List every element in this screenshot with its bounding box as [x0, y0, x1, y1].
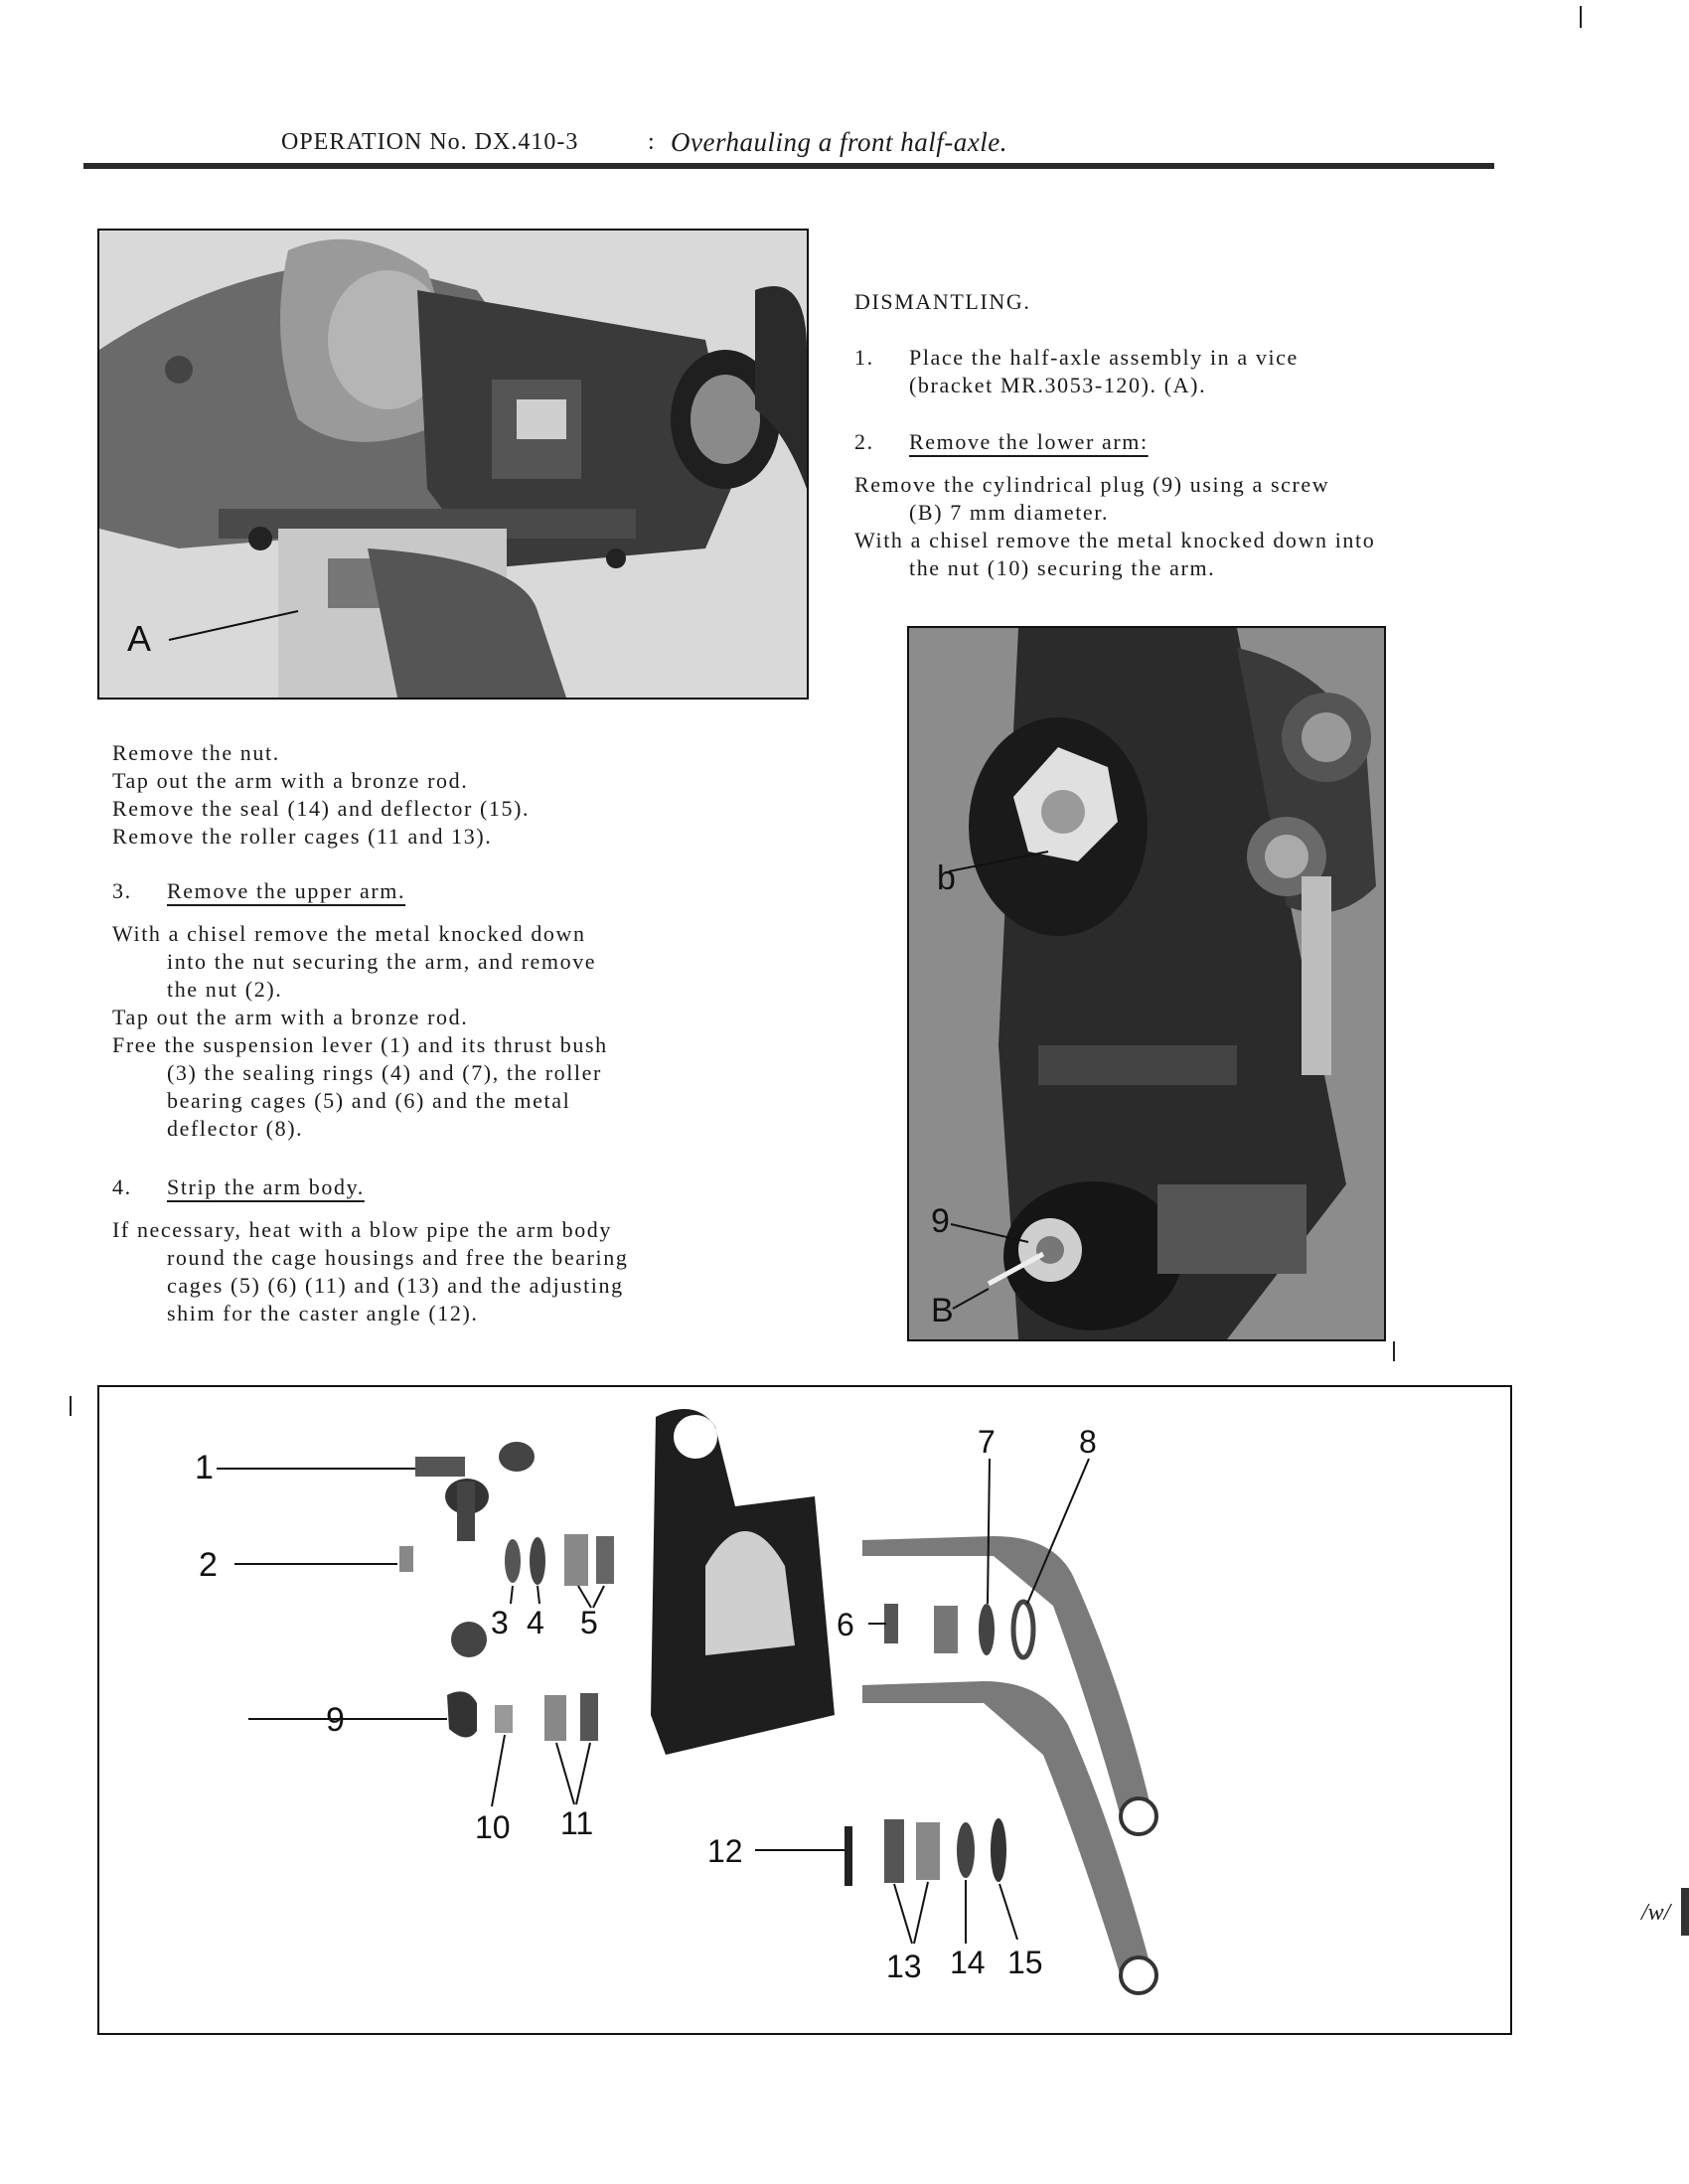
step-4-line-4: shim for the caster angle (12). — [167, 1301, 479, 1326]
callout-5: 5 — [580, 1605, 598, 1640]
scan-mark — [1681, 1888, 1689, 1936]
figure-lower-arm-photo: b 9 B — [907, 626, 1386, 1341]
step-2-text: Remove the cylindrical plug (9) using a … — [854, 471, 1375, 582]
vice-assembly-illustration: A — [99, 231, 807, 698]
step-4-line-3: cages (5) (6) (11) and (13) and the adju… — [167, 1273, 624, 1298]
callout-2: 2 — [199, 1546, 218, 1584]
callout-8: 8 — [1079, 1424, 1097, 1460]
callout-9: 9 — [931, 1202, 950, 1240]
header-separator: : — [648, 129, 655, 155]
step-1: 1. Place the half-axle assembly in a vice… — [854, 344, 1299, 399]
lower-arm-line-2: Tap out the arm with a bronze rod. — [112, 768, 469, 793]
scan-mark — [70, 1396, 72, 1416]
callout-b: b — [937, 859, 956, 897]
callout-3: 3 — [491, 1605, 509, 1640]
step-2-line-3: With a chisel remove the metal knocked d… — [854, 528, 1376, 552]
step-3-number: 3. — [112, 878, 132, 903]
step-3-line-5: Free the suspension lever (1) and its th… — [112, 1032, 608, 1057]
step-3-text: With a chisel remove the metal knocked d… — [112, 920, 608, 1143]
dismantling-title: DISMANTLING. — [854, 289, 1031, 314]
step-2-heading: 2. Remove the lower arm: — [854, 429, 1149, 455]
step-3-line-4: Tap out the arm with a bronze rod. — [112, 1005, 469, 1029]
callout-15: 15 — [1007, 1945, 1043, 1980]
step-3-line-2: into the nut securing the arm, and remov… — [167, 949, 597, 974]
step-2-line-4: the nut (10) securing the arm. — [909, 555, 1216, 580]
lower-arm-line-1: Remove the nut. — [112, 740, 280, 765]
step-4-line-2: round the cage housings and free the bea… — [167, 1245, 629, 1270]
callout-B: B — [931, 1292, 954, 1329]
step-4-heading: 4. Strip the arm body. — [112, 1174, 365, 1200]
step-1-line-2: (bracket MR.3053-120). (A). — [909, 373, 1207, 397]
callout-A: A — [127, 618, 151, 659]
callout-12: 12 — [707, 1833, 743, 1869]
step-3-line-8: deflector (8). — [167, 1116, 304, 1141]
lower-arm-illustration: b 9 B — [909, 628, 1384, 1339]
step-1-line-1: Place the half-axle assembly in a vice — [909, 345, 1299, 370]
callout-14: 14 — [950, 1945, 986, 1980]
step-1-number: 1. — [854, 345, 874, 370]
step-4-heading-text: Strip the arm body. — [167, 1174, 365, 1199]
step-3-line-7: bearing cages (5) and (6) and the metal — [167, 1088, 571, 1113]
step-4-line-1: If necessary, heat with a blow pipe the … — [112, 1217, 613, 1242]
callout-11: 11 — [560, 1805, 593, 1841]
step-3-line-6: (3) the sealing rings (4) and (7), the r… — [167, 1060, 602, 1085]
step-4-number: 4. — [112, 1174, 132, 1199]
step-2-number: 2. — [854, 429, 874, 454]
figure-exploded-view: 1 2 3 4 5 6 7 8 9 10 11 12 13 14 15 — [97, 1385, 1512, 2035]
scan-mark — [1393, 1341, 1395, 1361]
exploded-view-illustration: 1 2 3 4 5 6 7 8 9 10 11 12 13 14 15 — [195, 1409, 1158, 1995]
operation-number: OPERATION No. DX.410-3 — [281, 129, 579, 155]
step-4-text: If necessary, heat with a blow pipe the … — [112, 1216, 628, 1327]
step-3-line-3: the nut (2). — [167, 977, 283, 1002]
page-title: Overhauling a front half-axle. — [671, 127, 1007, 157]
lower-arm-line-3: Remove the seal (14) and deflector (15). — [112, 796, 531, 821]
step-3-heading: 3. Remove the upper arm. — [112, 878, 405, 904]
step-3-line-1: With a chisel remove the metal knocked d… — [112, 921, 586, 946]
step-3-heading-text: Remove the upper arm. — [167, 878, 406, 903]
scan-mark — [1580, 6, 1582, 28]
callout-10: 10 — [475, 1809, 511, 1845]
callout-13: 13 — [886, 1949, 922, 1984]
callout-4: 4 — [527, 1605, 544, 1640]
step-2-line-2: (B) 7 mm diameter. — [909, 500, 1110, 525]
figure-vice-assembly-photo: A — [97, 229, 809, 700]
step-2-line-1: Remove the cylindrical plug (9) using a … — [854, 472, 1330, 497]
callout-7: 7 — [978, 1424, 996, 1460]
callout-6: 6 — [837, 1607, 854, 1642]
header-rule — [83, 163, 1494, 169]
step-2-heading-text: Remove the lower arm: — [909, 429, 1149, 454]
callout-1: 1 — [195, 1449, 214, 1486]
callout-9-exploded: 9 — [326, 1701, 345, 1739]
margin-note: /w/ — [1641, 1900, 1671, 1926]
lower-arm-line-4: Remove the roller cages (11 and 13). — [112, 824, 493, 849]
lower-arm-steps: Remove the nut. Tap out the arm with a b… — [112, 739, 530, 851]
